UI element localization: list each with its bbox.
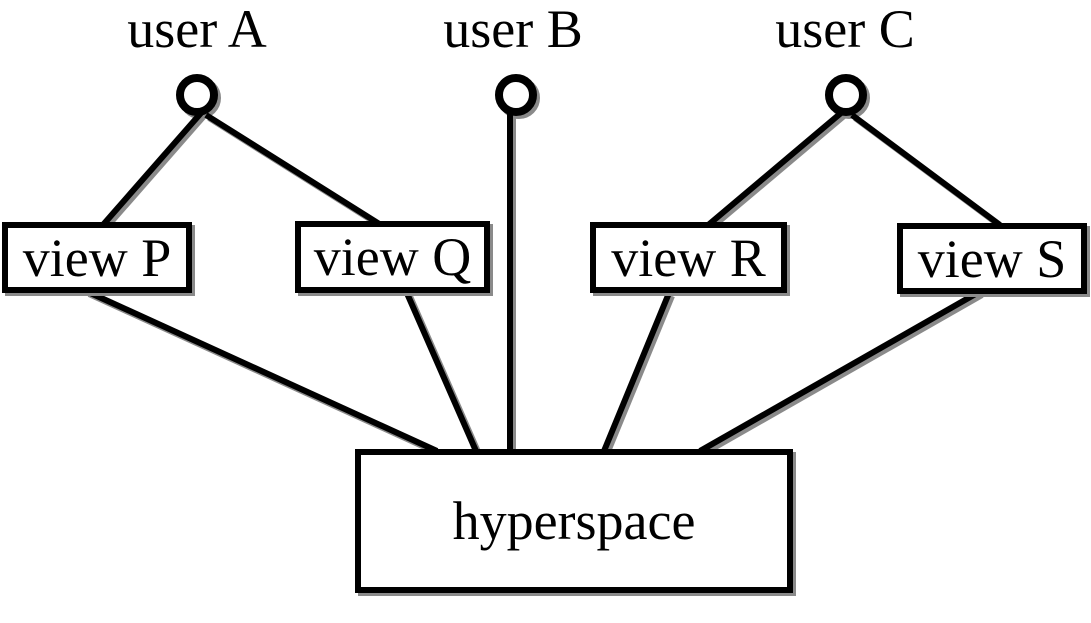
user-c-label: user C (775, 0, 915, 59)
edge-view-s-hyperspace (698, 289, 981, 454)
view-r-label: view R (611, 227, 766, 288)
edges (84, 110, 1002, 454)
edge-view-r-hyperspace (601, 291, 672, 453)
edge-user-c-view-r (705, 110, 843, 229)
user-b-label: user B (443, 0, 583, 59)
edge-user-a-view-p (99, 111, 204, 228)
edge-shadow (604, 294, 675, 456)
hyperspace-box: hyperspace (355, 449, 793, 593)
view-r-box: view R (590, 222, 787, 293)
view-q-label: view Q (313, 227, 472, 287)
edge-user-a-view-q (204, 112, 383, 228)
view-s-label: view S (917, 228, 1067, 289)
edge-view-p-hyperspace (84, 288, 439, 454)
user-c-circle-icon (825, 74, 867, 116)
user-a-circle-icon (176, 74, 218, 116)
user-circles (176, 74, 867, 116)
user-b-circle-icon (495, 74, 537, 116)
view-s-box: view S (897, 223, 1087, 294)
edge-shadow (708, 113, 846, 232)
edge-shadow (701, 292, 984, 457)
edge-shadows (87, 77, 1005, 457)
hyperspace-label: hyperspace (452, 491, 696, 551)
view-p-box: view P (2, 222, 192, 293)
edge-user-c-view-s (850, 112, 1002, 228)
view-q-box: view Q (295, 221, 490, 293)
user-a-label: user A (127, 0, 267, 59)
edge-shadow (102, 114, 207, 231)
edge-view-q-hyperspace (403, 289, 479, 453)
view-p-label: view P (22, 227, 172, 288)
